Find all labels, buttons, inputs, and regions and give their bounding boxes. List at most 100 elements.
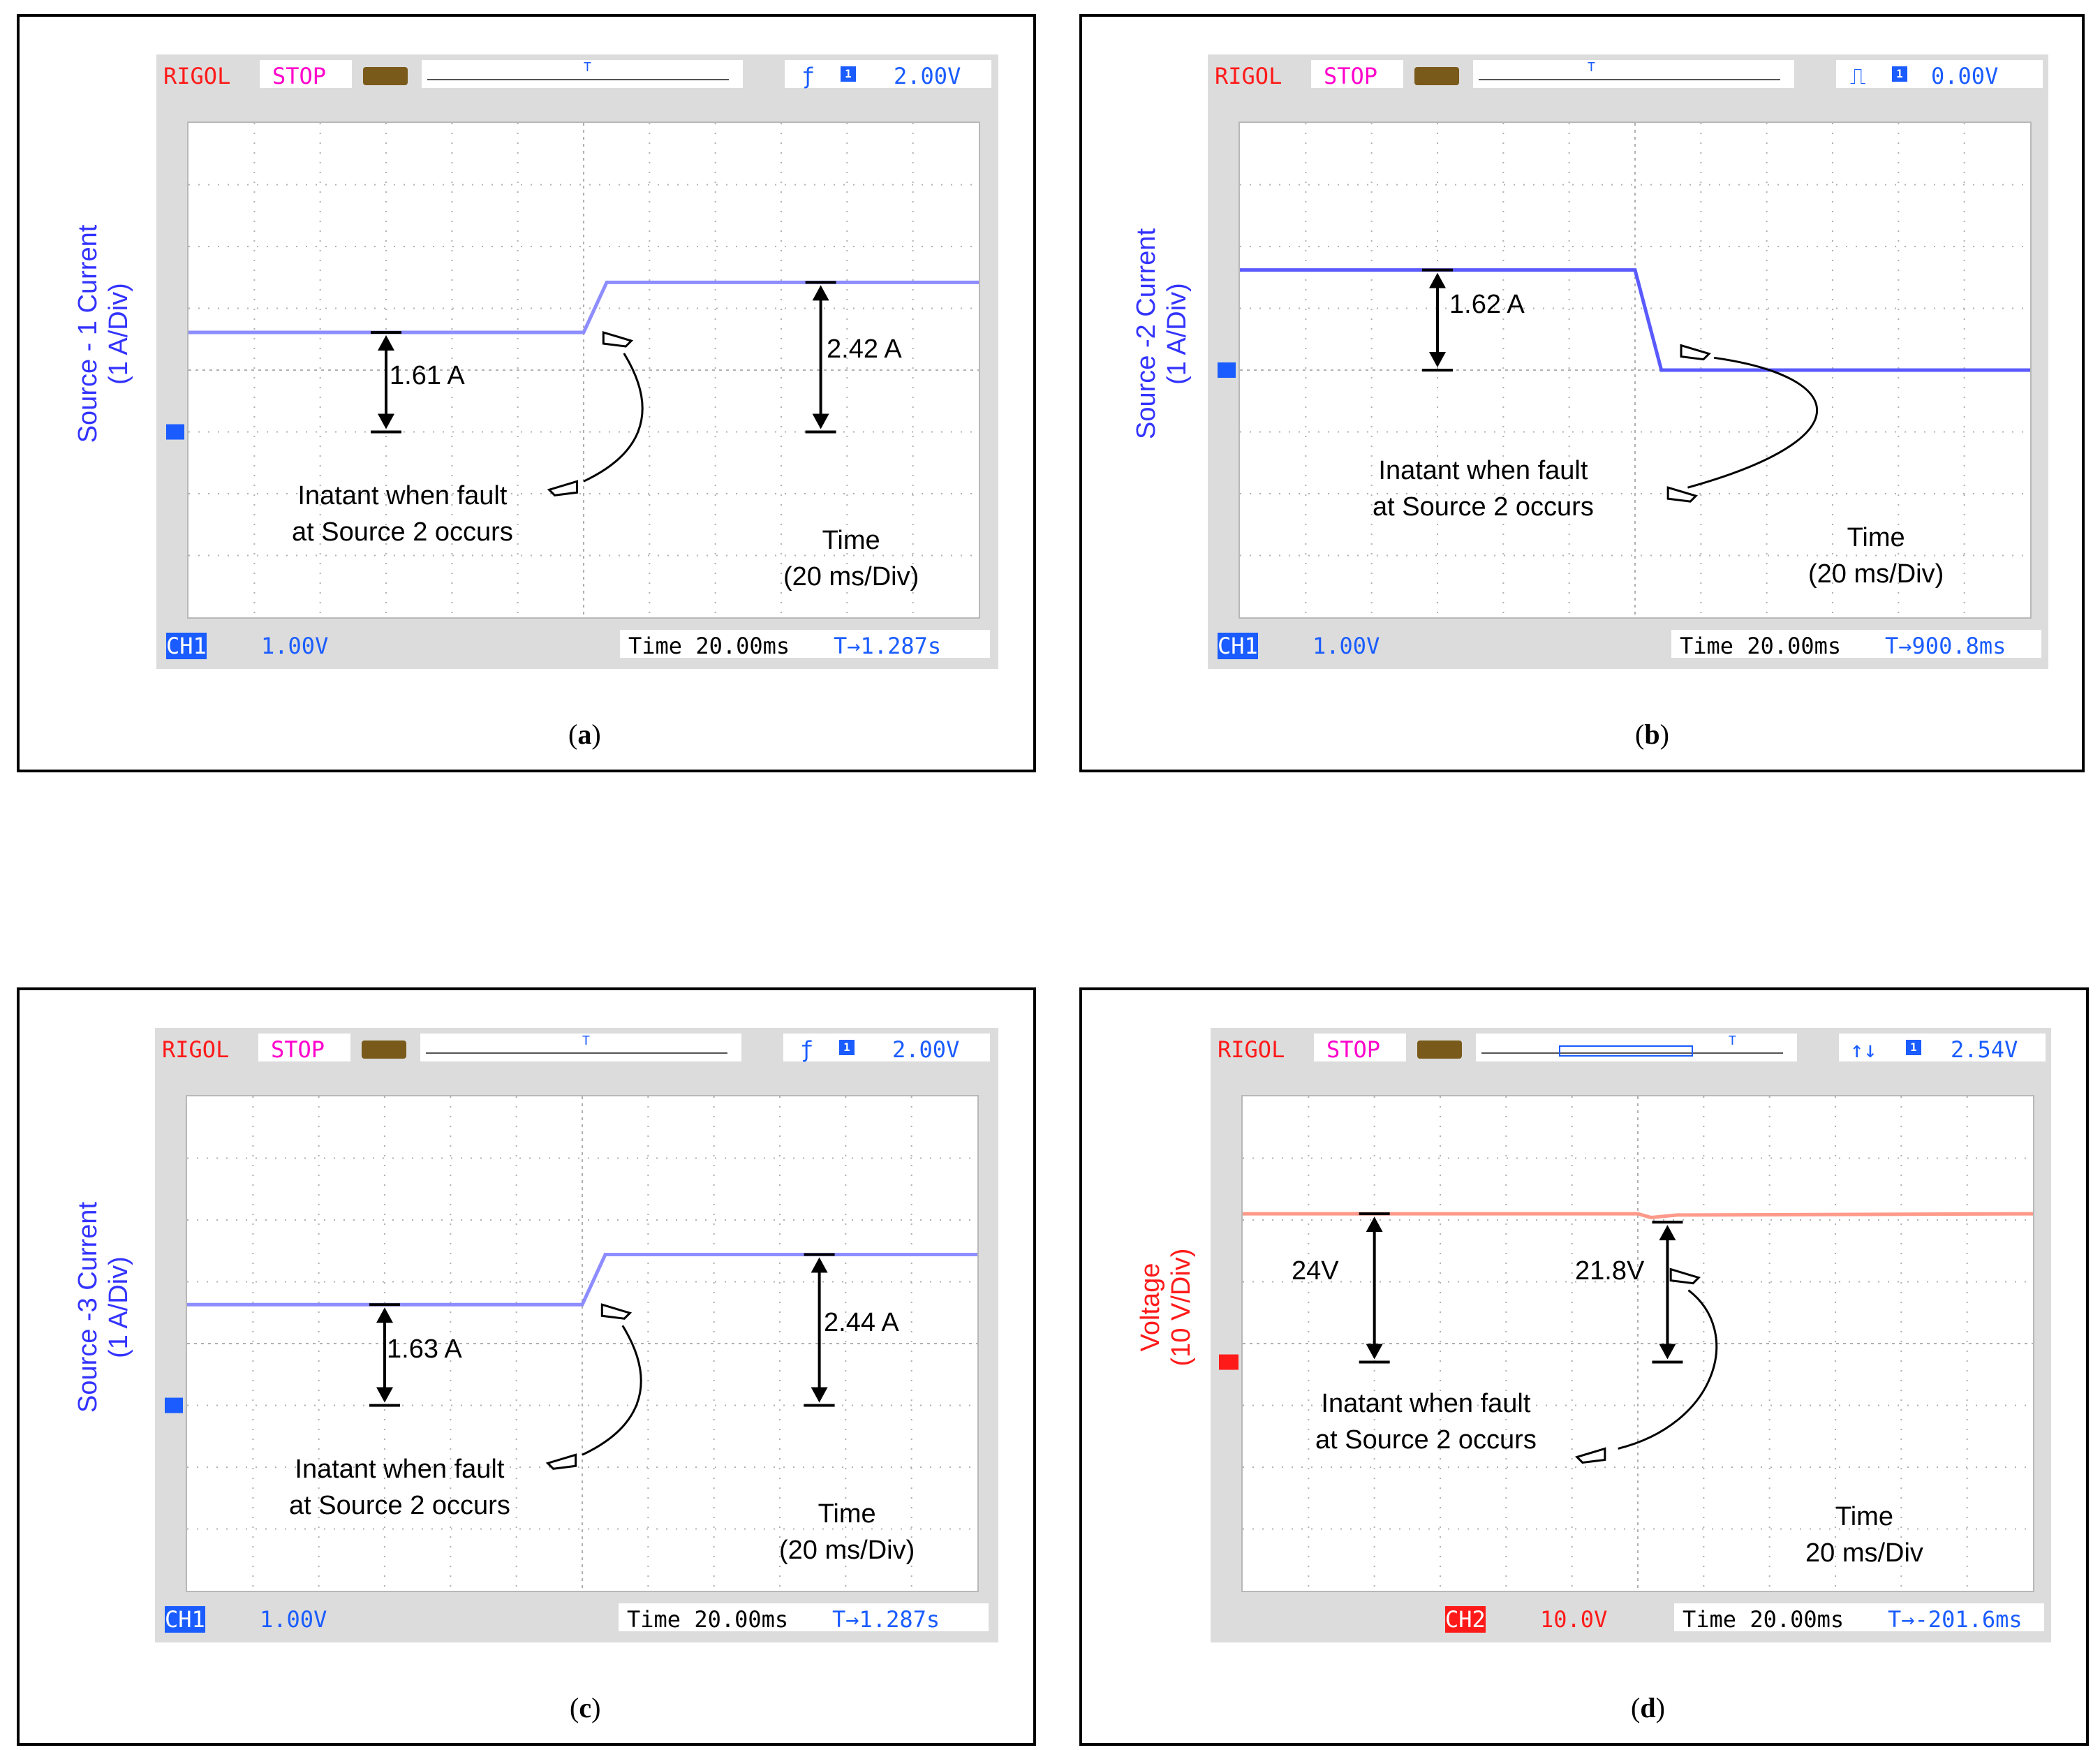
grid bbox=[187, 1096, 977, 1591]
state-label: STOP bbox=[271, 1036, 325, 1063]
channel-1-ground-marker bbox=[166, 424, 184, 440]
current-trace bbox=[188, 280, 979, 334]
time-offset-label: T→-201.6ms bbox=[1888, 1606, 2023, 1633]
panel-b: RIGOL STOP T ⎍ 1 0.00V CH1 1.00V Time 20… bbox=[1079, 14, 2085, 772]
channel-2-marker bbox=[1219, 1354, 1238, 1370]
arrow-head-icon bbox=[1366, 1344, 1383, 1360]
channel-1-marker: 1 bbox=[839, 1040, 855, 1055]
pointer-curve bbox=[582, 1325, 642, 1456]
oscilloscope-d: RIGOL STOP T ↑↓ 1 2.54V CH2 10.0V Time 2… bbox=[1211, 1028, 2051, 1642]
measure-left: 1.61 A bbox=[390, 361, 465, 390]
measure-left: 1.62 A bbox=[1449, 290, 1525, 319]
svg-text:T: T bbox=[1729, 1034, 1736, 1048]
channel-1-ground-marker bbox=[165, 1397, 183, 1413]
svg-text:T: T bbox=[584, 60, 591, 75]
scope-bottom-bar: CH1 1.00V Time 20.00ms T→900.8ms bbox=[1208, 630, 2048, 663]
timebase-label: Time 20.00ms bbox=[1683, 1606, 1844, 1633]
channel-label: CH1 bbox=[165, 1606, 205, 1633]
scale-label: 1.00V bbox=[1312, 633, 1380, 659]
panel-c: RIGOL STOP T ƒ 1 2.00V CH1 1.00V Time 20… bbox=[17, 987, 1036, 1746]
arrow-head-icon bbox=[1659, 1344, 1676, 1360]
current-trace bbox=[187, 1253, 977, 1307]
y-axis-label: Source -3 Current(1 A/Div) bbox=[73, 1202, 133, 1413]
current-trace bbox=[1240, 268, 2030, 372]
caption-c: (c) bbox=[570, 1692, 601, 1723]
y-axis-label: Source - 1 Current(1 A/Div) bbox=[73, 224, 133, 443]
caption-a: (a) bbox=[568, 719, 601, 750]
channel-1-ground-marker bbox=[1218, 362, 1236, 378]
scope-bottom-bar: CH2 10.0V Time 20.00ms T→-201.6ms bbox=[1211, 1603, 2051, 1637]
pointing-hand-icon bbox=[1669, 1267, 1701, 1285]
trace-a bbox=[166, 280, 979, 497]
arrow-head-icon bbox=[376, 1307, 393, 1323]
time-offset-label: T→1.287s bbox=[834, 633, 942, 659]
arrow-head-icon bbox=[811, 1387, 828, 1403]
scope-screen bbox=[165, 1095, 979, 1592]
battery-icon bbox=[1414, 67, 1459, 85]
timebase-label: Time 20.00ms bbox=[628, 633, 790, 659]
pointer-curve bbox=[1618, 1289, 1718, 1450]
pointing-hand-icon bbox=[545, 1453, 577, 1470]
trace-d bbox=[1219, 1212, 2034, 1464]
channel-label: CH2 bbox=[1445, 1606, 1486, 1633]
rising-edge-icon: ƒ bbox=[801, 63, 815, 89]
brand-label: RIGOL bbox=[163, 63, 231, 89]
panel-a: RIGOL STOP T ƒ 1 2.00V CH1 1.00V Time 20… bbox=[17, 14, 1036, 772]
state-label: STOP bbox=[1324, 63, 1378, 89]
channel-1-marker: 1 bbox=[1892, 66, 1907, 82]
caption-d: (d) bbox=[1631, 1692, 1665, 1723]
arrow-head-icon bbox=[1366, 1216, 1383, 1233]
scope-bottom-bar: CH1 1.00V Time 20.00ms T→1.287s bbox=[155, 1603, 998, 1637]
grid bbox=[188, 123, 979, 617]
arrow-head-icon bbox=[378, 413, 394, 429]
state-label: STOP bbox=[272, 63, 327, 89]
measure-right: 2.44 A bbox=[824, 1308, 899, 1337]
pointing-hand-icon bbox=[1574, 1447, 1606, 1464]
scope-top-bar: RIGOL STOP T ƒ 1 2.00V bbox=[156, 60, 998, 94]
channel-label: CH1 bbox=[166, 633, 207, 659]
pointing-hand-icon bbox=[547, 480, 579, 497]
brand-label: RIGOL bbox=[1215, 63, 1282, 89]
pointer-curve bbox=[1687, 356, 1819, 489]
oscilloscope-c: RIGOL STOP T ƒ 1 2.00V CH1 1.00V Time 20… bbox=[155, 1028, 998, 1642]
svg-text:T: T bbox=[1588, 60, 1595, 75]
timebase-label: Time 20.00ms bbox=[627, 1606, 789, 1633]
caption-b: (b) bbox=[1635, 719, 1669, 750]
channel-label: CH1 bbox=[1218, 633, 1258, 659]
memory-depth-icon: T bbox=[427, 60, 729, 80]
arrow-head-icon bbox=[812, 285, 829, 301]
trigger-level: 2.54V bbox=[1951, 1036, 2018, 1063]
state-label: STOP bbox=[1326, 1036, 1381, 1063]
time-note: Time(20 ms/Div) bbox=[779, 1499, 915, 1565]
scope-top-bar: RIGOL STOP T ƒ 1 2.00V bbox=[155, 1034, 998, 1067]
memory-depth-icon: T bbox=[1481, 1034, 1783, 1057]
scale-label: 1.00V bbox=[261, 633, 329, 659]
trace-c bbox=[165, 1253, 977, 1470]
channel-1-marker: 1 bbox=[841, 66, 856, 82]
up-down-arrows-icon: ↑↓ bbox=[1850, 1036, 1877, 1063]
scale-label: 10.0V bbox=[1540, 1606, 1608, 1633]
trigger-level: 2.00V bbox=[894, 63, 961, 89]
trigger-level: 0.00V bbox=[1931, 63, 1999, 89]
pointer-curve bbox=[583, 353, 644, 483]
channel-1-marker: 1 bbox=[1906, 1040, 1921, 1055]
scope-bottom-bar: CH1 1.00V Time 20.00ms T→1.287s bbox=[156, 630, 998, 663]
scope-screen bbox=[1219, 1095, 2034, 1592]
trigger-level: 2.00V bbox=[892, 1036, 960, 1063]
svg-text:T: T bbox=[582, 1034, 590, 1048]
arrow-head-icon bbox=[811, 1257, 828, 1273]
voltage-trace bbox=[1243, 1212, 2034, 1219]
battery-icon bbox=[362, 1041, 406, 1059]
battery-icon bbox=[1417, 1041, 1462, 1059]
y-axis-label: Source -2 Current(1 A/Div) bbox=[1132, 228, 1192, 440]
scale-label: 1.00V bbox=[260, 1606, 327, 1633]
grid bbox=[1243, 1096, 2033, 1591]
pointing-hand-icon bbox=[602, 330, 634, 348]
memory-depth-icon: T bbox=[1479, 60, 1780, 80]
time-offset-label: T→900.8ms bbox=[1885, 633, 2006, 659]
time-note: Time(20 ms/Div) bbox=[1808, 523, 1944, 589]
